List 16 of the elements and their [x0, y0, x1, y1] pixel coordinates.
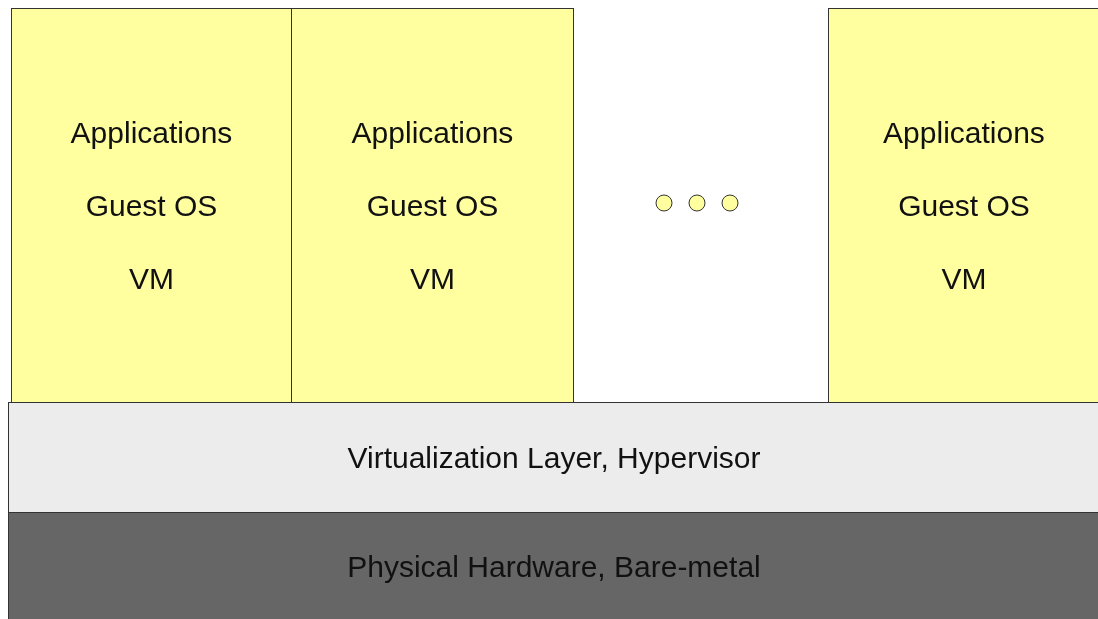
layer-label: Applications: [351, 117, 514, 148]
layer-label: Virtualization Layer, Hypervisor: [347, 442, 761, 473]
hypervisor-layer: [8, 402, 1098, 513]
vm-box: [11, 8, 292, 403]
layer-label: Applications: [70, 117, 233, 148]
layer-label: Guest OS: [366, 190, 499, 221]
layer-label: Physical Hardware, Bare-metal: [347, 552, 761, 582]
vm-box: [828, 8, 1098, 403]
layer-label: VM: [941, 263, 987, 294]
layer-label: VM: [129, 263, 174, 294]
layer-label: Guest OS: [85, 190, 218, 221]
layer-label: VM: [410, 263, 455, 294]
layer-label: Guest OS: [898, 190, 1030, 221]
layer-label: Applications: [883, 117, 1045, 148]
vm-box: [291, 8, 574, 403]
hardware-layer: [8, 512, 1098, 619]
